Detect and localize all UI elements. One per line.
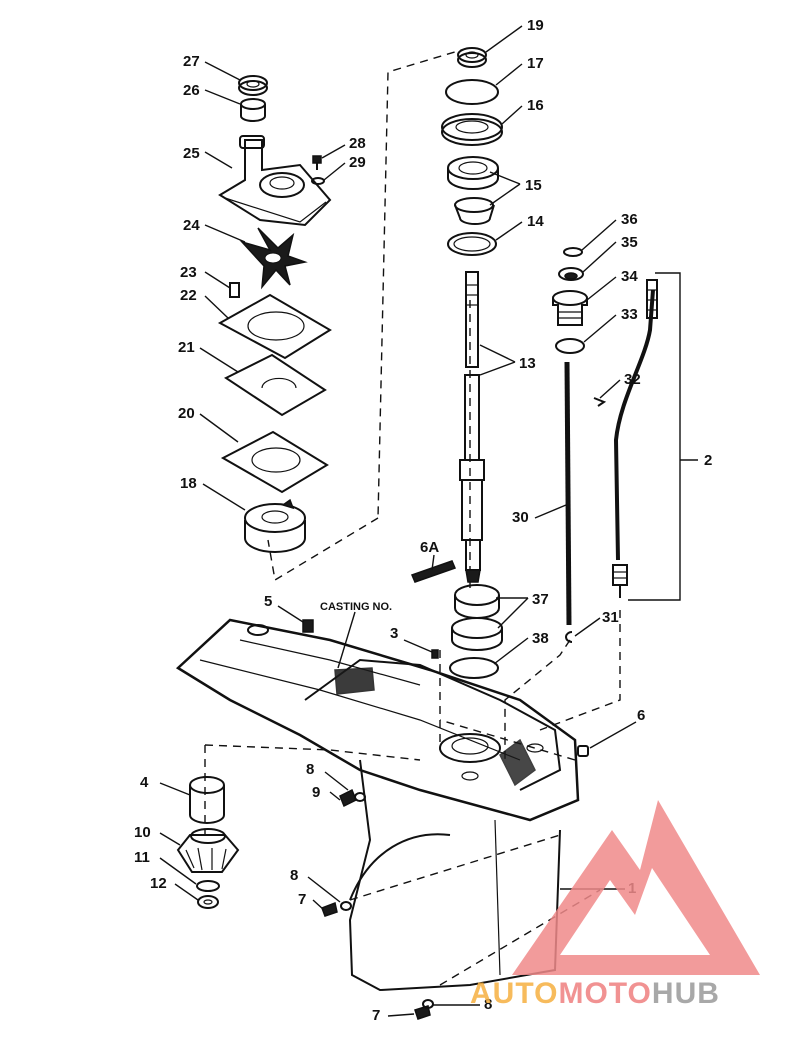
label-30: 30 bbox=[512, 509, 529, 526]
label-9: 9 bbox=[312, 784, 320, 801]
part-22-gasket bbox=[217, 293, 332, 360]
part-1-gear-housing bbox=[175, 618, 580, 992]
part-16-retainer bbox=[441, 113, 503, 146]
part-number-labels: 27 26 25 28 29 24 23 22 21 20 18 19 17 1… bbox=[134, 17, 712, 1024]
label-17: 17 bbox=[527, 55, 544, 72]
part-17-o-ring bbox=[445, 79, 499, 105]
label-25: 25 bbox=[183, 145, 200, 162]
assembly-dashed-lines bbox=[204, 47, 621, 986]
label-34: 34 bbox=[621, 268, 638, 285]
label-5: 5 bbox=[264, 593, 272, 610]
label-19: 19 bbox=[527, 17, 544, 34]
part-13-drive-shaft bbox=[459, 271, 485, 583]
label-8-upper: 8 bbox=[306, 761, 314, 778]
part-29-washer bbox=[311, 177, 325, 185]
part-35-seal bbox=[558, 267, 584, 281]
label-13: 13 bbox=[519, 355, 536, 372]
watermark-triangle-logo bbox=[512, 800, 760, 975]
part-38-shim bbox=[449, 657, 499, 679]
label-11: 11 bbox=[134, 849, 150, 866]
part-3-pin bbox=[431, 649, 439, 659]
watermark-hub-text: HUB bbox=[652, 977, 720, 1010]
part-28-screw bbox=[312, 155, 322, 170]
part-26-sleeve bbox=[240, 98, 266, 122]
label-6a: 6A bbox=[420, 539, 439, 556]
label-4: 4 bbox=[140, 774, 149, 791]
label-16: 16 bbox=[527, 97, 544, 114]
part-19-seal bbox=[457, 47, 487, 68]
part-36-washer bbox=[563, 247, 583, 257]
part-27-seal bbox=[238, 75, 268, 96]
part-32-clip bbox=[593, 397, 607, 407]
label-38: 38 bbox=[532, 630, 549, 647]
label-21: 21 bbox=[178, 339, 195, 356]
automotohub-watermark: AUTOMOTOHUB bbox=[470, 800, 760, 1010]
part-15-bearing-race bbox=[447, 156, 499, 190]
part-5-plug bbox=[302, 619, 314, 633]
label-27: 27 bbox=[183, 53, 200, 70]
label-14: 14 bbox=[527, 213, 544, 230]
label-10: 10 bbox=[134, 824, 151, 841]
label-35: 35 bbox=[621, 234, 638, 251]
label-8-middle: 8 bbox=[290, 867, 298, 884]
label-37: 37 bbox=[532, 591, 549, 608]
label-3: 3 bbox=[390, 625, 398, 642]
part-18-pump-base bbox=[244, 498, 306, 553]
label-20: 20 bbox=[178, 405, 195, 422]
watermark-moto-text: MOTO bbox=[558, 977, 651, 1010]
label-26: 26 bbox=[183, 82, 200, 99]
part-30-shift-shaft bbox=[564, 361, 572, 626]
part-24-impeller bbox=[239, 227, 308, 290]
part-6a-key bbox=[410, 560, 457, 583]
part-2-shift-rod bbox=[612, 279, 658, 598]
leader-lines bbox=[159, 25, 698, 1017]
part-14-shim bbox=[447, 232, 497, 256]
label-29: 29 bbox=[349, 154, 366, 171]
part-33-o-ring bbox=[555, 338, 585, 354]
label-33: 33 bbox=[621, 306, 638, 323]
part-8-9-bolt-washer bbox=[339, 788, 366, 808]
label-7-middle: 7 bbox=[298, 891, 306, 908]
part-21-plate bbox=[224, 353, 327, 417]
label-6: 6 bbox=[637, 707, 645, 724]
part-34-bushing bbox=[552, 290, 588, 326]
part-12-nut bbox=[197, 895, 219, 909]
label-15: 15 bbox=[525, 177, 542, 194]
part-15-tapered-bearing bbox=[454, 197, 495, 225]
label-12: 12 bbox=[150, 875, 167, 892]
svg-text:AUTOMOTOHUB: AUTOMOTOHUB bbox=[470, 977, 720, 1010]
part-6-dowel bbox=[577, 745, 589, 757]
label-7-lower: 7 bbox=[372, 1007, 380, 1024]
watermark-auto-text: AUTO bbox=[470, 977, 558, 1010]
label-23: 23 bbox=[180, 264, 197, 281]
label-28: 28 bbox=[349, 135, 366, 152]
label-24: 24 bbox=[183, 217, 200, 234]
part-25-pump-housing bbox=[218, 135, 332, 227]
part-37-bearing bbox=[451, 584, 503, 651]
label-8-lower: 8 bbox=[484, 996, 492, 1013]
label-2: 2 bbox=[704, 452, 712, 469]
part-10-pinion-gear bbox=[176, 828, 240, 873]
label-31: 31 bbox=[602, 609, 619, 626]
part-11-washer bbox=[196, 880, 220, 892]
casting-number-label: CASTING NO. bbox=[320, 601, 392, 613]
label-22: 22 bbox=[180, 287, 197, 304]
label-32: 32 bbox=[624, 371, 641, 388]
part-7-8-bolt-washer-lower bbox=[321, 901, 434, 1020]
part-20-gasket bbox=[220, 430, 329, 494]
label-18: 18 bbox=[180, 475, 197, 492]
part-23-key bbox=[229, 282, 240, 298]
label-36: 36 bbox=[621, 211, 638, 228]
part-31-clip bbox=[565, 631, 573, 643]
part-4-bearing bbox=[189, 776, 225, 824]
